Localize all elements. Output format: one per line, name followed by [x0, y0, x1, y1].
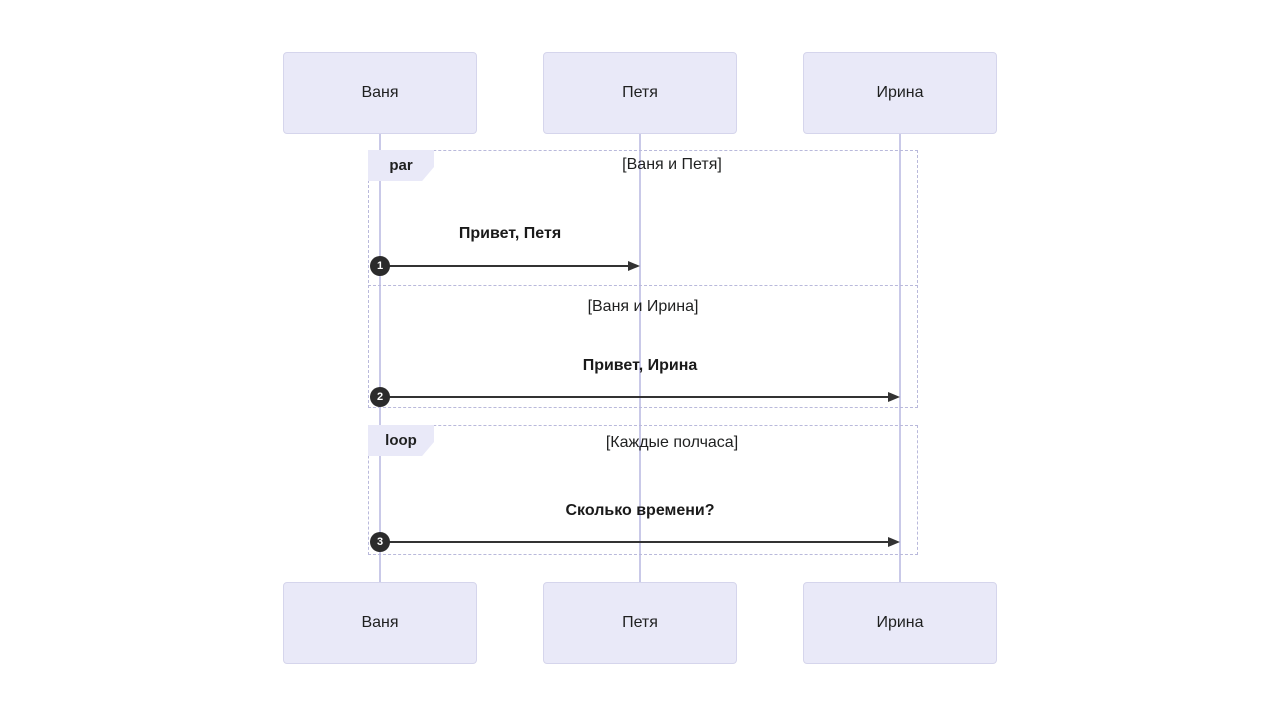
par-divider: [368, 285, 918, 286]
par-label: par: [389, 157, 413, 174]
message-3-arrowhead: [888, 537, 900, 547]
actor-bottom-petya: Петя: [543, 582, 737, 664]
actor-label: Ирина: [876, 84, 924, 101]
message-1-line: [380, 265, 630, 267]
par-label-tab: par: [368, 150, 434, 181]
lifeline-petya: [639, 134, 641, 582]
message-1-text: Привет, Петя: [458, 225, 562, 242]
loop-label-tab: loop: [368, 425, 434, 456]
message-2-badge: 2: [370, 387, 390, 407]
message-1-arrowhead: [628, 261, 640, 271]
loop-label: loop: [385, 432, 417, 449]
lifeline-vanya: [379, 134, 381, 582]
actor-bottom-vanya: Ваня: [283, 582, 477, 664]
message-1-badge: 1: [370, 256, 390, 276]
message-2-text: Привет, Ирина: [582, 357, 698, 374]
loop-frame: [368, 425, 918, 555]
actor-top-petya: Петя: [543, 52, 737, 134]
message-3-badge: 3: [370, 532, 390, 552]
actor-label: Петя: [622, 614, 658, 631]
actor-label: Ваня: [361, 614, 399, 631]
lifeline-irina: [899, 134, 901, 582]
actor-bottom-irina: Ирина: [803, 582, 997, 664]
actor-label: Петя: [622, 84, 658, 101]
actor-label: Ваня: [361, 84, 399, 101]
message-3-line: [380, 541, 890, 543]
message-3-text: Сколько времени?: [565, 502, 715, 519]
par-section2-condition: [Ваня и Ирина]: [587, 298, 699, 315]
message-2-arrowhead: [888, 392, 900, 402]
message-2-line: [380, 396, 890, 398]
actor-label: Ирина: [876, 614, 924, 631]
par-section1-condition: [Ваня и Петя]: [622, 156, 722, 173]
actor-top-vanya: Ваня: [283, 52, 477, 134]
loop-condition: [Каждые полчаса]: [605, 434, 739, 451]
par-frame: [368, 150, 918, 408]
actor-top-irina: Ирина: [803, 52, 997, 134]
